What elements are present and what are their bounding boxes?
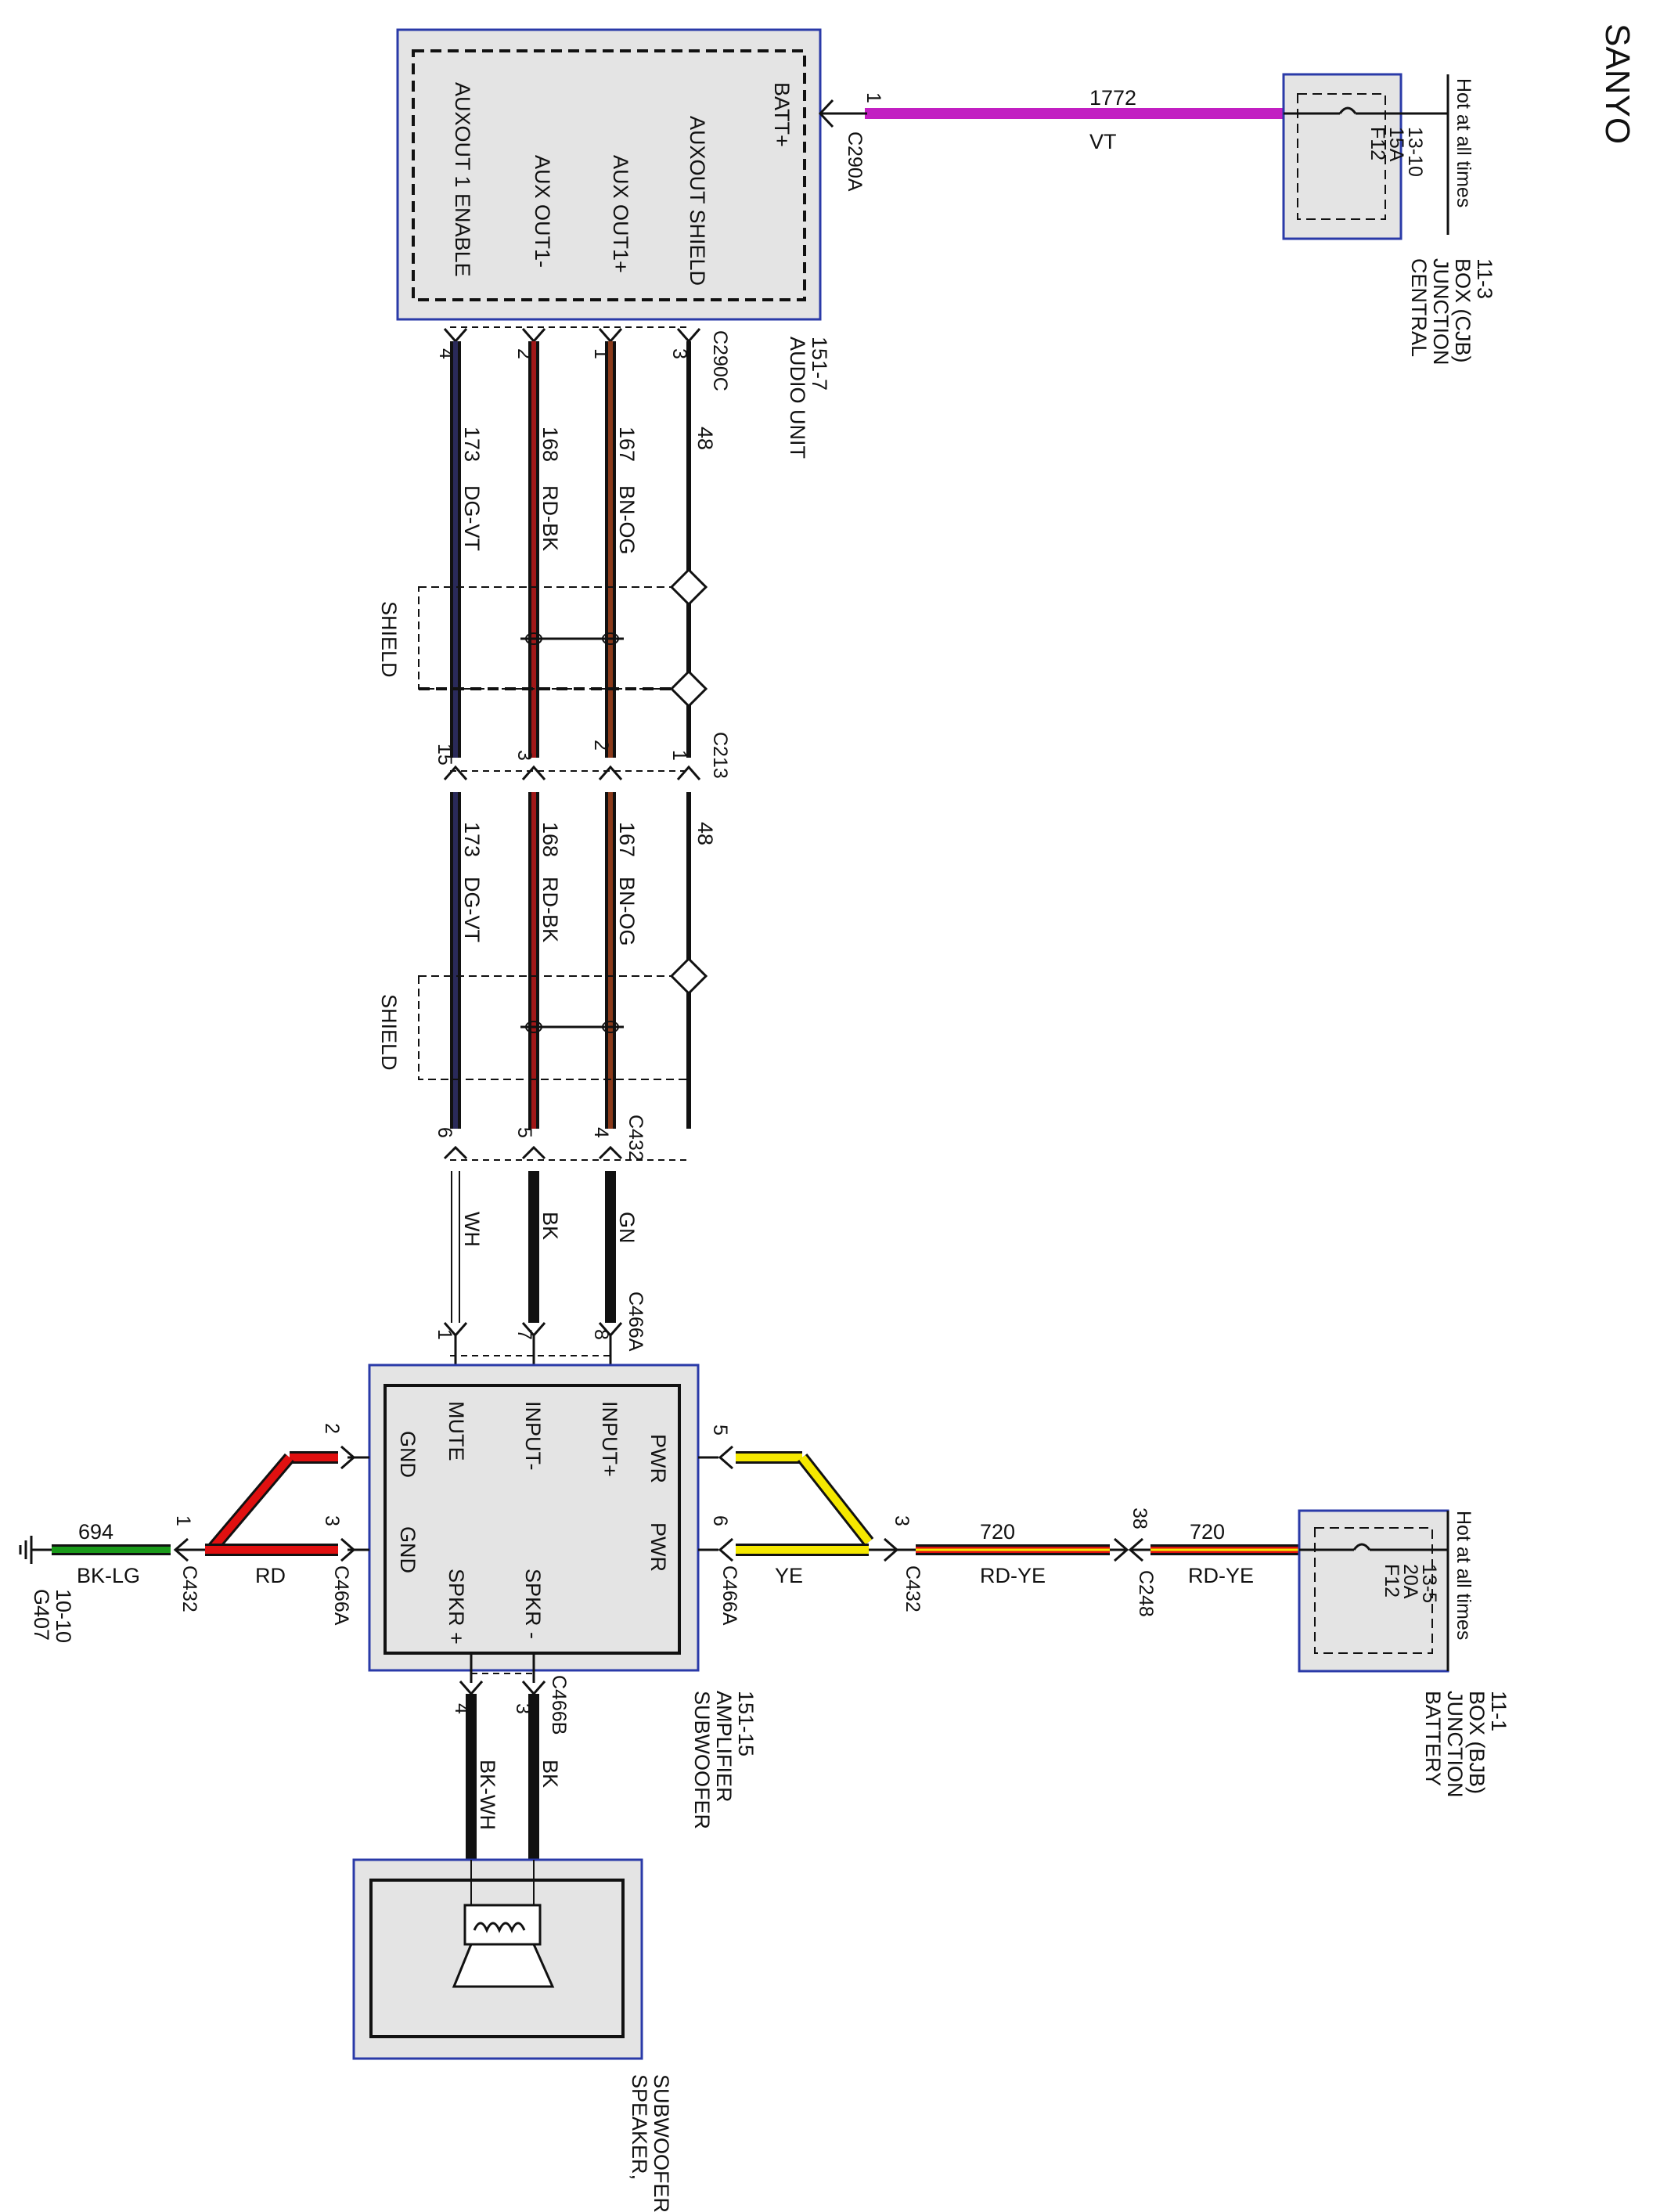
ground-rd: RD [255, 1564, 286, 1587]
power-c432: C432 [902, 1565, 924, 1612]
ground-wire-circuit: 694 [78, 1520, 113, 1544]
amp-pin-gnd-left: GND [396, 1431, 420, 1478]
power-seg1-color: RD-YE [980, 1564, 1046, 1587]
power-pin-3: 3 [891, 1515, 913, 1526]
c432-top-pin-5: 5 [513, 1127, 535, 1138]
c466a-top-label: C466A [625, 1292, 646, 1352]
amp-pin-mute: MUTE [445, 1401, 468, 1461]
battery-junction-box: F12 20A 13-5 [1298, 1509, 1449, 1673]
subwoofer-amplifier: PWR INPUT+ INPUT- MUTE GND PWR SPKR - SP… [368, 1364, 700, 1672]
cjb-hot-label: Hot at all times [1453, 78, 1475, 207]
power-seg2-color: RD-YE [1188, 1564, 1254, 1587]
c432-top-label: C432 [625, 1115, 646, 1162]
power-seg1-circuit: 720 [980, 1520, 1015, 1544]
shield-2 [418, 956, 708, 1080]
c290c-arrows [443, 328, 701, 344]
power-pin-6: 6 [709, 1515, 731, 1526]
h3-color-bk: BK [538, 1212, 562, 1240]
amp-pin-pwr-right: PWR [646, 1522, 670, 1572]
power-seg2-circuit: 720 [1190, 1520, 1225, 1544]
c290a-pin: 1 [862, 92, 884, 103]
ground-pin-3: 3 [321, 1515, 343, 1526]
ground-pin-2: 2 [321, 1423, 343, 1434]
h2-color-173: DG-VT [460, 877, 484, 942]
bjb-fuse-text: F12 20A 13-5 [1381, 1564, 1440, 1603]
cjb-name: CENTRAL JUNCTION BOX (CJB) 11-3 [1407, 258, 1496, 371]
wire-1772-color: VT [1089, 130, 1117, 153]
c290c-label: C290C [709, 330, 731, 391]
central-junction-box: F12 15A 13-10 [1282, 73, 1448, 240]
power-pin-5: 5 [709, 1425, 731, 1436]
audio-unit: BATT+ AUXOUT SHIELD AUX OUT1+ AUX OUT1- … [396, 28, 822, 321]
h1-circuit-48: 48 [693, 427, 717, 450]
speaker-c466b: C466B [548, 1675, 570, 1735]
pin-aux-out1-plus: AUX OUT1+ [609, 155, 632, 273]
power-ye: YE [775, 1564, 803, 1587]
h1-circuit-168: 168 [538, 427, 562, 462]
c213-pin-15: 15 [434, 744, 456, 766]
audio-unit-name: AUDIO UNIT 151-7 [786, 337, 831, 464]
pin-auxout-shield: AUXOUT SHIELD [686, 116, 709, 286]
shield-1-label: SHIELD [377, 601, 401, 678]
h2-circuit-168: 168 [538, 822, 562, 857]
amp-pin-spkr-minus: SPKR - [521, 1569, 545, 1639]
shield-1 [418, 567, 708, 708]
amp-pin-input-minus: INPUT- [521, 1401, 545, 1471]
h3-color-gn: GN [615, 1212, 639, 1244]
c213-pin-2: 2 [590, 740, 612, 751]
c432-top-pin-4: 4 [590, 1127, 612, 1138]
ground-c432: C432 [178, 1565, 200, 1612]
h1-circuit-167: 167 [615, 427, 639, 462]
bjb-name: BATTERY JUNCTION BOX (BJB) 11-1 [1421, 1691, 1511, 1803]
amp-pin-input-plus: INPUT+ [598, 1401, 621, 1477]
brand-label: SANYO [1598, 23, 1637, 144]
cjb-fuse-text: F12 15A 13-10 [1367, 127, 1426, 177]
speaker-subwoofer [352, 1858, 643, 2060]
c432-top-pin-6: 6 [434, 1127, 456, 1138]
h1-color-168: RD-BK [538, 485, 562, 551]
shield-2-label: SHIELD [377, 994, 401, 1071]
h3-color-wh: WH [460, 1212, 484, 1247]
pin-auxout1-enable: AUXOUT 1 ENABLE [451, 82, 474, 277]
c466a-top-pin-1: 1 [434, 1329, 456, 1340]
ground-g407: G407 10-10 [30, 1589, 75, 1647]
c290a-label: C290A [844, 131, 866, 192]
pin-aux-out1-minus: AUX OUT1- [531, 155, 554, 268]
c213-pin-3: 3 [513, 750, 535, 761]
wire-1772-circuit: 1772 [1089, 86, 1136, 110]
pin-batt-plus: BATT+ [770, 82, 794, 147]
sub-amp-name: SUBWOOFER AMPLIFIER 151-15 [690, 1691, 758, 1836]
power-c248: C248 [1135, 1570, 1157, 1617]
ground-c466a: C466A [330, 1565, 352, 1626]
c213-pin-1: 1 [668, 750, 690, 761]
amp-pin-gnd-right: GND [396, 1526, 420, 1573]
amp-pin-pwr-left: PWR [646, 1434, 670, 1483]
speaker-color-bk-wh: BK-WH [476, 1760, 499, 1830]
amp-pin-spkr-plus: SPKR + [445, 1569, 468, 1645]
power-pin-38: 38 [1129, 1508, 1150, 1529]
h2-circuit-173: 173 [460, 822, 484, 857]
ground-symbol [19, 1536, 52, 1564]
ground-pin-1: 1 [172, 1515, 194, 1526]
h2-circuit-167: 167 [615, 822, 639, 857]
h1-color-167: BN-OG [615, 485, 639, 555]
c466a-top-pin-7: 7 [513, 1329, 535, 1340]
ground-wire-color: BK-LG [77, 1564, 140, 1587]
c213-label: C213 [709, 732, 731, 779]
c290a-arrow [818, 99, 853, 128]
c432-top-arrows [443, 1145, 623, 1160]
h2-circuit-48: 48 [693, 822, 717, 845]
c466a-top-pin-8: 8 [590, 1329, 612, 1340]
bjb-hot-label: Hot at all times [1453, 1511, 1475, 1640]
h2-color-167: BN-OG [615, 877, 639, 946]
power-c466a: C466A [718, 1565, 740, 1626]
speaker-name: SPEAKER, SUBWOOFER [628, 2074, 673, 2212]
h2-color-168: RD-BK [538, 877, 562, 942]
c213-arrows [443, 765, 701, 780]
speaker-color-bk: BK [538, 1760, 562, 1788]
h1-color-173: DG-VT [460, 485, 484, 551]
h1-circuit-173: 173 [460, 427, 484, 462]
c290c-pin-3: 3 [668, 348, 690, 359]
